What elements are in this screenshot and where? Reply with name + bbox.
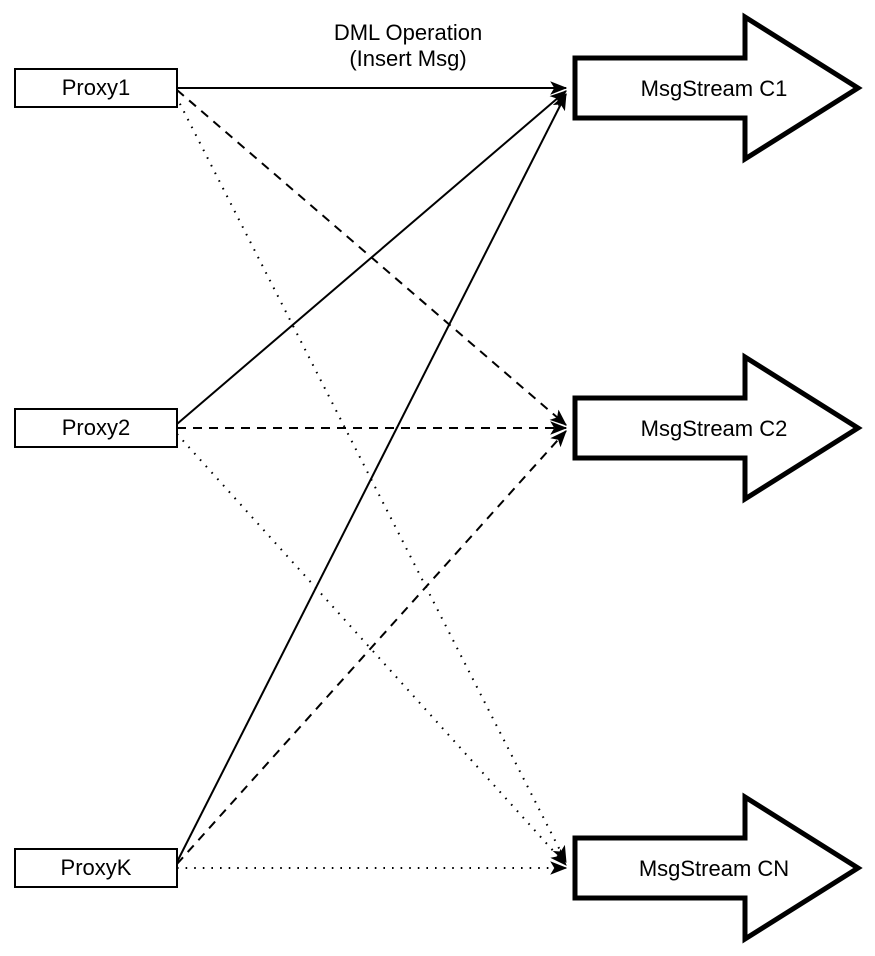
msgstream-c1-arrow-shape (572, 12, 863, 164)
diagram-title-line2: (Insert Msg) (349, 46, 467, 71)
diagram-title-line1: DML Operation (333, 20, 483, 45)
msgstream-c2-arrow-shape (572, 352, 863, 504)
edge-proxyk-msgstream-c2 (176, 430, 567, 865)
proxy1-box: Proxy1 (14, 68, 178, 108)
proxy1-label: Proxy1 (61, 75, 131, 100)
edge-proxyk-msgstream-c1 (176, 92, 567, 863)
edge-proxy2-msgstream-c1 (176, 90, 567, 425)
proxy2-box: Proxy2 (14, 408, 178, 448)
msgstream-cn-arrow-shape (572, 792, 863, 944)
proxyk-label: ProxyK (60, 855, 132, 880)
msgstream-c2-label: MsgStream C2 (641, 416, 788, 441)
proxyk-box: ProxyK (14, 848, 178, 888)
msgstream-cn-label: MsgStream CN (639, 856, 789, 881)
proxy2-label: Proxy2 (61, 415, 131, 440)
diagram-title: DML Operation (Insert Msg) (283, 20, 533, 72)
msgstream-c1-label: MsgStream C1 (641, 76, 788, 101)
